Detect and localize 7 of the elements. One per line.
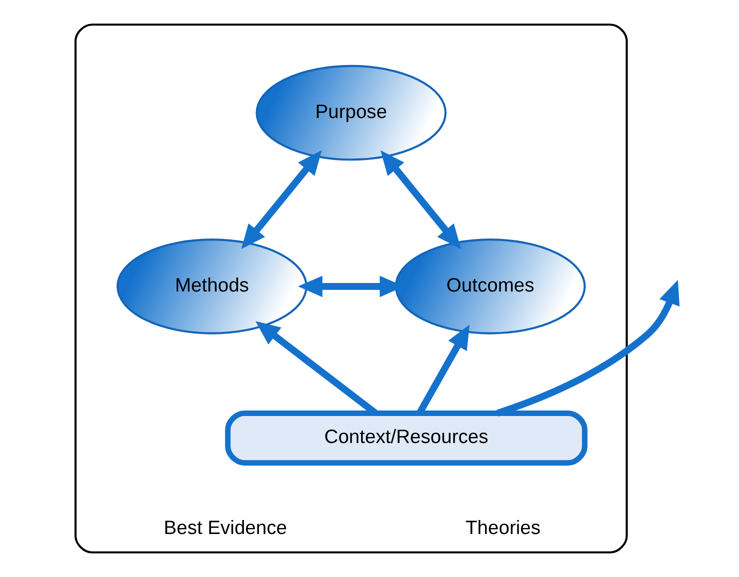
node-ellipse: Outcomes [394, 238, 586, 334]
node-box: Context/Resources [224, 410, 587, 466]
arrow [380, 150, 460, 250]
arrow [240, 150, 322, 250]
node-ellipse: Purpose [255, 64, 446, 161]
arrow [496, 280, 680, 416]
node-ellipse: Methods [116, 238, 307, 334]
